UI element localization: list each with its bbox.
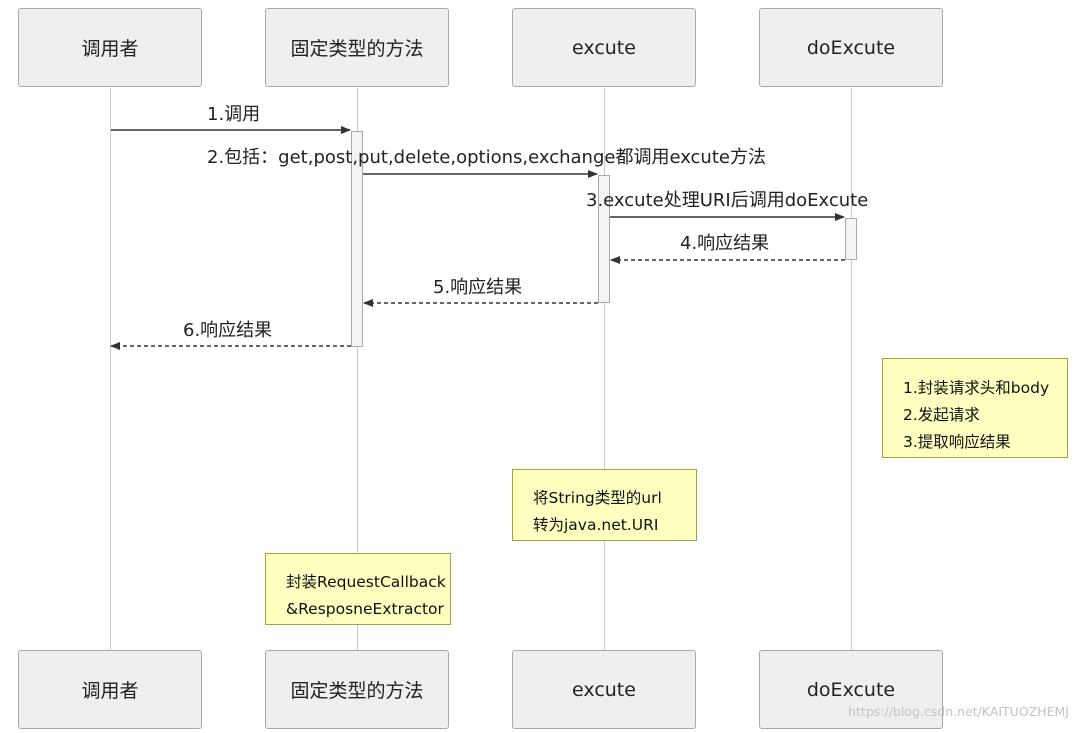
lifeline-doexcute bbox=[851, 88, 852, 650]
note-url-conversion: 将String类型的url 转为java.net.URI bbox=[512, 469, 697, 541]
note-line: 封装RequestCallback bbox=[286, 573, 446, 591]
participant-excute-bottom: excute bbox=[512, 650, 696, 729]
message-label-3: 3.excute处理URI后调用doExcute bbox=[586, 190, 869, 211]
note-line: 将String类型的url bbox=[533, 489, 662, 507]
participant-doexcute-top: doExcute bbox=[759, 8, 943, 87]
lifeline-caller bbox=[110, 88, 111, 650]
message-label-5: 5.响应结果 bbox=[433, 277, 523, 298]
participant-caller-top: 调用者 bbox=[18, 8, 202, 87]
lifeline-typed-method bbox=[357, 88, 358, 650]
note-line: 1.封装请求头和body bbox=[903, 379, 1050, 397]
message-label-1: 1.调用 bbox=[207, 104, 261, 125]
watermark: https://blog.csdn.net/KAITUOZHEMJ bbox=[848, 704, 1069, 719]
participant-doexcute-bottom: doExcute bbox=[759, 650, 943, 729]
message-label-2: 2.包括：get,post,put,delete,options,exchang… bbox=[207, 147, 766, 168]
note-request-steps: 1.封装请求头和body 2.发起请求 3.提取响应结果 bbox=[882, 358, 1068, 458]
lifeline-excute bbox=[604, 88, 605, 650]
note-line: 转为java.net.URI bbox=[533, 516, 659, 534]
note-callback-extractor: 封装RequestCallback &ResposneExtractor bbox=[265, 553, 451, 625]
message-label-4: 4.响应结果 bbox=[680, 233, 770, 254]
participant-typed-method-bottom: 固定类型的方法 bbox=[265, 650, 449, 729]
activation-doexcute bbox=[845, 218, 857, 260]
participant-excute-top: excute bbox=[512, 8, 696, 87]
activation-typed-method bbox=[351, 131, 363, 347]
note-line: &ResposneExtractor bbox=[286, 600, 444, 618]
note-line: 3.提取响应结果 bbox=[903, 433, 1011, 451]
participant-caller-bottom: 调用者 bbox=[18, 650, 202, 729]
activation-excute bbox=[598, 175, 610, 303]
participant-typed-method-top: 固定类型的方法 bbox=[265, 8, 449, 87]
note-line: 2.发起请求 bbox=[903, 406, 980, 424]
message-label-6: 6.响应结果 bbox=[183, 320, 273, 341]
